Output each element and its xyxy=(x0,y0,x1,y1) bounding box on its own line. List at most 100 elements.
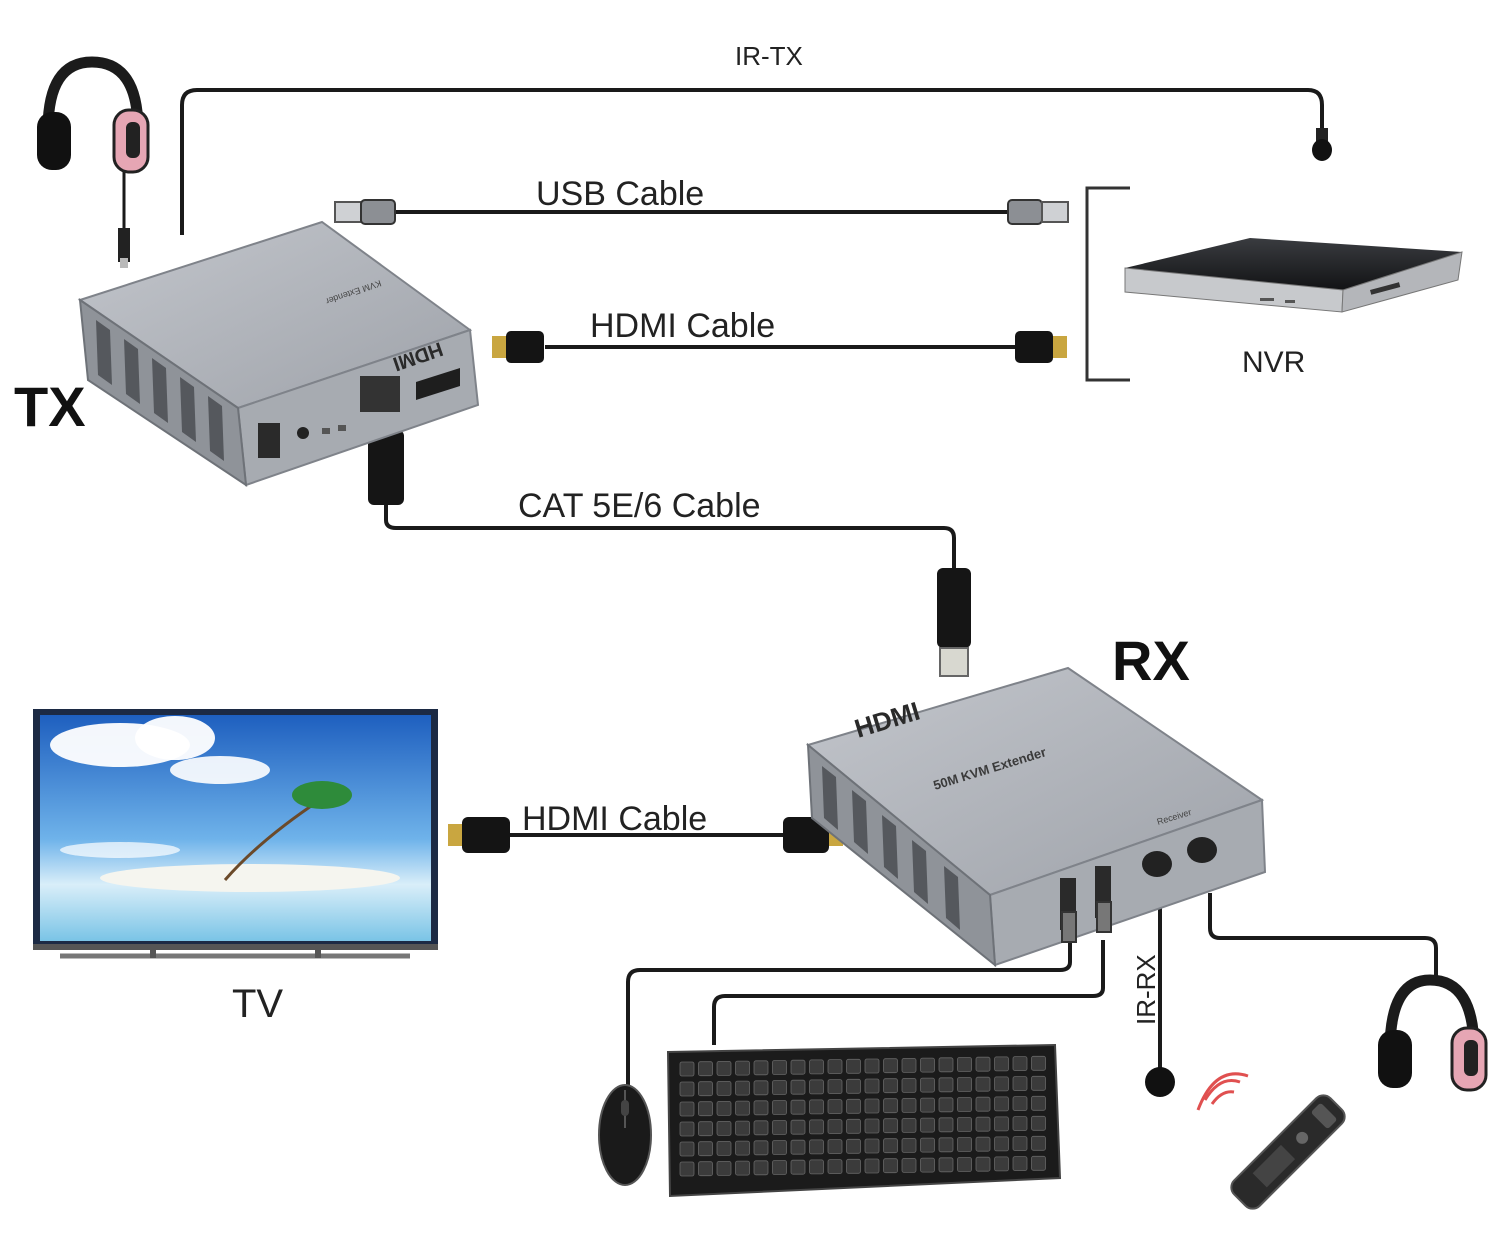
keyboard-key xyxy=(827,1139,843,1154)
keyboard-key xyxy=(938,1137,954,1153)
ir-tx-emitter-plug xyxy=(1312,128,1332,161)
tx-extender-box: HDMI KVM Extender xyxy=(77,220,480,488)
ir-tx-label: IR-TX xyxy=(735,41,803,71)
keyboard-key xyxy=(809,1099,824,1115)
cables xyxy=(122,88,1438,1088)
keyboard-key xyxy=(790,1079,806,1095)
keyboard-key xyxy=(827,1099,843,1114)
keyboard-key xyxy=(809,1119,824,1135)
usb-plug-right xyxy=(1007,199,1069,225)
nvr-recorder-icon xyxy=(1124,238,1463,313)
cat-cable-label: CAT 5E/6 Cable xyxy=(518,487,761,525)
keyboard-key xyxy=(938,1057,954,1073)
hdmi-cable-top-label: HDMI Cable xyxy=(590,307,775,345)
keyboard-key xyxy=(809,1059,824,1075)
keyboard-key xyxy=(772,1100,787,1115)
keyboard-key xyxy=(883,1058,898,1074)
keyboard-key xyxy=(716,1121,732,1136)
keyboard-key xyxy=(920,1097,935,1113)
keyboard-key xyxy=(827,1059,843,1074)
keyboard-key xyxy=(975,1056,991,1072)
keyboard-key xyxy=(901,1158,917,1173)
keyboard-cable xyxy=(712,940,1105,1045)
keyboard-key xyxy=(920,1117,935,1133)
keyboard-key xyxy=(735,1060,750,1076)
keyboard-key xyxy=(772,1140,787,1155)
keyboard-key xyxy=(827,1119,843,1134)
keyboard-key xyxy=(957,1157,972,1172)
keyboard-key xyxy=(1031,1075,1046,1091)
keyboard-key xyxy=(957,1057,972,1072)
keyboard-key xyxy=(679,1061,695,1077)
keyboard-key xyxy=(975,1076,991,1092)
keyboard-key xyxy=(938,1157,954,1173)
keyboard-key xyxy=(846,1158,861,1174)
keyboard-key xyxy=(698,1081,713,1097)
keyboard-key xyxy=(864,1078,880,1094)
keyboard-key xyxy=(1012,1156,1028,1171)
keyboard-key xyxy=(994,1096,1009,1112)
keyboard-key xyxy=(901,1098,917,1113)
keyboard-key xyxy=(735,1160,750,1176)
keyboard-key xyxy=(753,1140,769,1156)
keyboard-key xyxy=(679,1101,695,1117)
keyboard-key xyxy=(735,1140,750,1156)
tx-headphones-icon xyxy=(37,56,150,268)
keyboard-key xyxy=(753,1060,769,1076)
keyboard-key xyxy=(753,1080,769,1096)
keyboard-key xyxy=(994,1076,1009,1092)
keyboard-key xyxy=(679,1141,695,1157)
keyboard-key xyxy=(975,1096,991,1112)
keyboard-key xyxy=(772,1060,787,1075)
keyboard-key xyxy=(920,1057,935,1073)
keyboard-key xyxy=(1012,1076,1028,1091)
keyboard-key xyxy=(883,1098,898,1114)
rx-extender-box: HDMI 50M KVM Extender Receiver xyxy=(805,666,1267,968)
hdmi-cable-bottom-label: HDMI Cable xyxy=(522,800,707,838)
keyboard-key xyxy=(1031,1115,1046,1131)
remote-control-icon xyxy=(1196,1072,1346,1210)
keyboard-key xyxy=(716,1081,732,1096)
keyboard-key xyxy=(864,1058,880,1074)
keyboard-key xyxy=(957,1117,972,1132)
keyboard-key xyxy=(790,1119,806,1135)
keyboard-key xyxy=(1012,1136,1028,1151)
keyboard-key xyxy=(957,1097,972,1112)
keyboard-key xyxy=(827,1079,843,1094)
keyboard-key xyxy=(846,1098,861,1114)
keyboard-key xyxy=(938,1117,954,1133)
keyboard-key xyxy=(698,1061,713,1077)
keyboard-key xyxy=(809,1139,824,1155)
keyboard-key xyxy=(994,1116,1009,1132)
keyboard-key xyxy=(809,1159,824,1175)
keyboard-key xyxy=(957,1137,972,1152)
mouse-icon xyxy=(598,1084,652,1186)
keyboard-key xyxy=(790,1159,806,1175)
keyboard-key xyxy=(864,1158,880,1174)
nvr-label: NVR xyxy=(1242,346,1305,379)
keyboard-key xyxy=(846,1078,861,1094)
rx-audio-cable xyxy=(1208,893,1438,985)
keyboard-key xyxy=(827,1159,843,1174)
tv-label: TV xyxy=(232,982,283,1026)
keyboard-key xyxy=(1031,1095,1046,1111)
hdmi-plug-top-right xyxy=(1015,331,1067,363)
keyboard-key xyxy=(753,1120,769,1136)
rj45-plug-rx xyxy=(937,568,971,677)
keyboard-key xyxy=(735,1100,750,1116)
keyboard-key xyxy=(901,1118,917,1133)
keyboard-key xyxy=(975,1156,991,1172)
tx-label: TX xyxy=(14,375,86,438)
keyboard-key xyxy=(975,1136,991,1152)
keyboard-key xyxy=(716,1141,732,1156)
keyboard-key xyxy=(901,1138,917,1153)
keyboard-key xyxy=(753,1100,769,1116)
rx-headphones-icon xyxy=(1378,974,1488,1092)
keyboard-key xyxy=(698,1101,713,1117)
television-icon xyxy=(33,709,438,959)
keyboard-key xyxy=(1031,1055,1046,1071)
keyboard-key xyxy=(938,1097,954,1113)
keyboard-key xyxy=(846,1118,861,1134)
keyboard-key xyxy=(901,1078,917,1093)
